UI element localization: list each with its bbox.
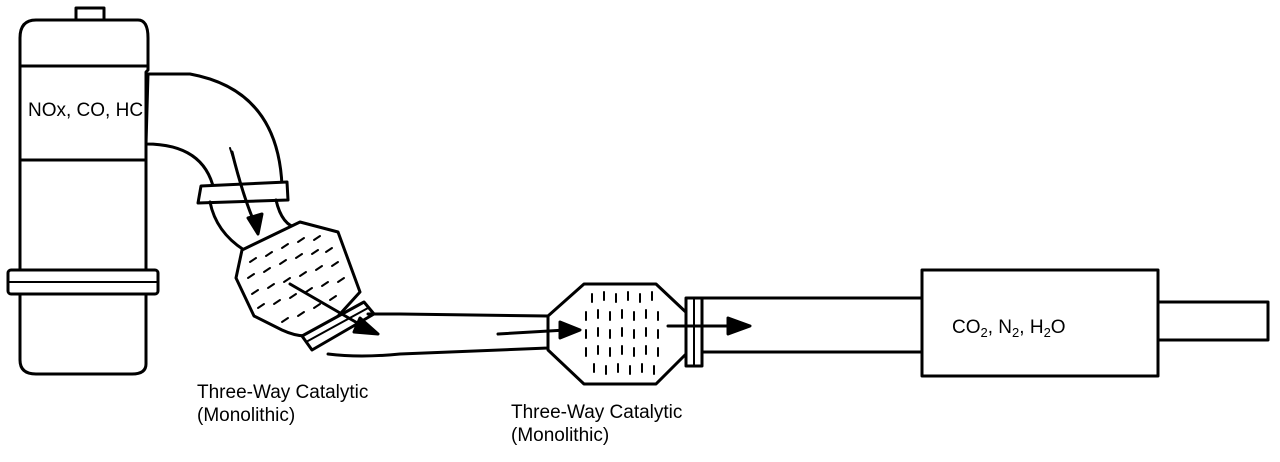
exhaust-elbow-pipe — [144, 72, 300, 252]
converter-2-label-line1: Three-Way Catalytic — [511, 402, 683, 423]
flow-arrow-1 — [230, 150, 264, 236]
flow-arrow-4 — [666, 316, 752, 336]
flow-arrows — [230, 150, 752, 340]
monolith-2-pattern — [585, 291, 659, 375]
flow-arrow-2 — [288, 282, 380, 336]
converter-2-label-line2: (Monolithic) — [511, 425, 610, 446]
converter-1-label: Three-Way Catalytic (Monolithic) — [197, 381, 368, 427]
tail-pipe — [700, 296, 924, 354]
outlet-gases-label: CO2, N2, H2O — [952, 317, 1066, 340]
engine-housing — [6, 6, 160, 376]
catalytic-converter-2 — [546, 282, 704, 386]
inlet-gases-label: NOx, CO, HC — [28, 100, 144, 121]
converter-1-label-line2: (Monolithic) — [197, 405, 296, 426]
converter-2-label: Three-Way Catalytic (Monolithic) — [511, 401, 682, 447]
flow-arrow-3 — [496, 320, 582, 340]
monolith-1-pattern — [247, 235, 345, 323]
exhaust-outlet-pipe — [1156, 300, 1270, 342]
converter-1-label-line1: Three-Way Catalytic — [197, 382, 369, 403]
